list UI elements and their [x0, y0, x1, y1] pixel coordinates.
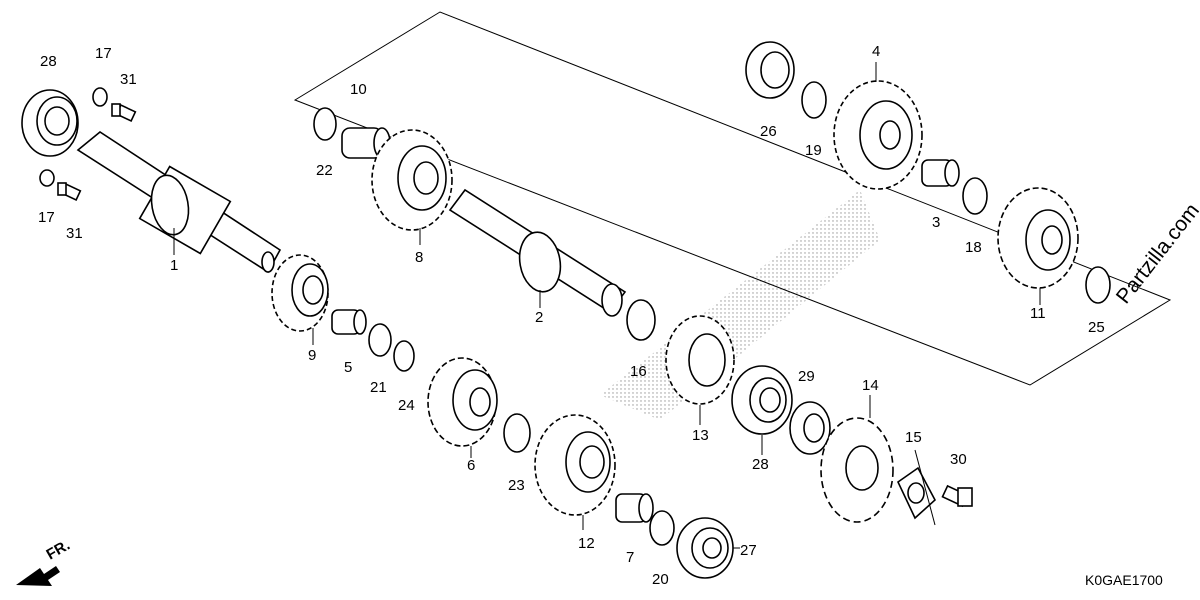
callout-28-bottom: 28 [752, 456, 769, 473]
front-direction-label: FR. [44, 537, 73, 564]
bushing-5 [331, 309, 367, 335]
callout-5: 5 [344, 359, 352, 376]
callout-13: 13 [692, 427, 709, 444]
washer-23 [503, 413, 531, 453]
callout-28-top: 28 [40, 53, 57, 70]
bearing-26 [745, 41, 795, 99]
circlip-24 [393, 340, 415, 372]
gear-9 [271, 254, 329, 332]
washer-17-bottom [39, 169, 55, 187]
washer-17-top [92, 87, 108, 107]
plate-15 [896, 466, 936, 520]
callout-25: 25 [1088, 319, 1105, 336]
callout-12: 12 [578, 535, 595, 552]
callout-18: 18 [965, 239, 982, 256]
bearing-28-bottom [731, 365, 793, 435]
callout-9: 9 [308, 347, 316, 364]
washer-20 [649, 510, 675, 546]
gear-8 [371, 129, 453, 231]
callout-8: 8 [415, 249, 423, 266]
gear-11 [997, 187, 1079, 289]
bushing-3 [921, 159, 960, 187]
callout-27: 27 [740, 542, 757, 559]
callout-labels: 28 17 31 17 31 1 9 5 21 24 6 23 12 7 20 … [38, 43, 1105, 588]
bearing-27 [676, 517, 734, 579]
gear-13 [665, 315, 735, 405]
front-direction-arrow: FR. [16, 537, 73, 586]
callout-7: 7 [626, 549, 634, 566]
countershaft-boundary [293, 11, 1172, 386]
callout-3: 3 [932, 214, 940, 231]
mainshaft-1 [76, 131, 282, 274]
bearing-28-top [21, 89, 79, 157]
washer-16 [626, 299, 656, 341]
leader-lines [173, 62, 1041, 549]
countershaft-2 [448, 188, 627, 317]
circlip-25 [1085, 266, 1111, 304]
callout-16: 16 [630, 363, 647, 380]
callout-6: 6 [467, 457, 475, 474]
callout-19: 19 [805, 142, 822, 159]
bushing-7 [615, 493, 654, 523]
gear-6 [427, 357, 498, 447]
callout-23: 23 [508, 477, 525, 494]
bolt-31-bottom [57, 182, 82, 201]
callout-17-bottom: 17 [38, 209, 55, 226]
callout-15: 15 [905, 429, 922, 446]
bolt-30 [941, 484, 973, 508]
callout-21: 21 [370, 379, 387, 396]
washer-21 [368, 323, 392, 357]
callout-26: 26 [760, 123, 777, 140]
washer-18 [962, 177, 988, 215]
callout-20: 20 [652, 571, 669, 588]
callout-14: 14 [862, 377, 879, 394]
diagram-code: K0GAE1700 [1085, 572, 1163, 588]
gear-4 [833, 80, 923, 190]
leader-15 [914, 449, 936, 526]
sprocket-14 [820, 417, 894, 523]
callout-17-top: 17 [95, 45, 112, 62]
callout-31-bottom: 31 [66, 225, 83, 242]
seal-29 [789, 401, 831, 455]
callout-29: 29 [798, 368, 815, 385]
washer-22 [313, 107, 337, 141]
callout-4: 4 [872, 43, 880, 60]
bolt-31-top [111, 103, 137, 122]
callout-22: 22 [316, 162, 333, 179]
callout-30: 30 [950, 451, 967, 468]
callout-24: 24 [398, 397, 415, 414]
callout-2: 2 [535, 309, 543, 326]
watermark-text: Partzilla.com [1112, 199, 1200, 308]
callout-10: 10 [350, 81, 367, 98]
washer-19 [801, 81, 827, 119]
gear-12 [534, 414, 616, 516]
callout-1: 1 [170, 257, 178, 274]
callout-31-top: 31 [120, 71, 137, 88]
callout-11: 11 [1030, 305, 1046, 322]
